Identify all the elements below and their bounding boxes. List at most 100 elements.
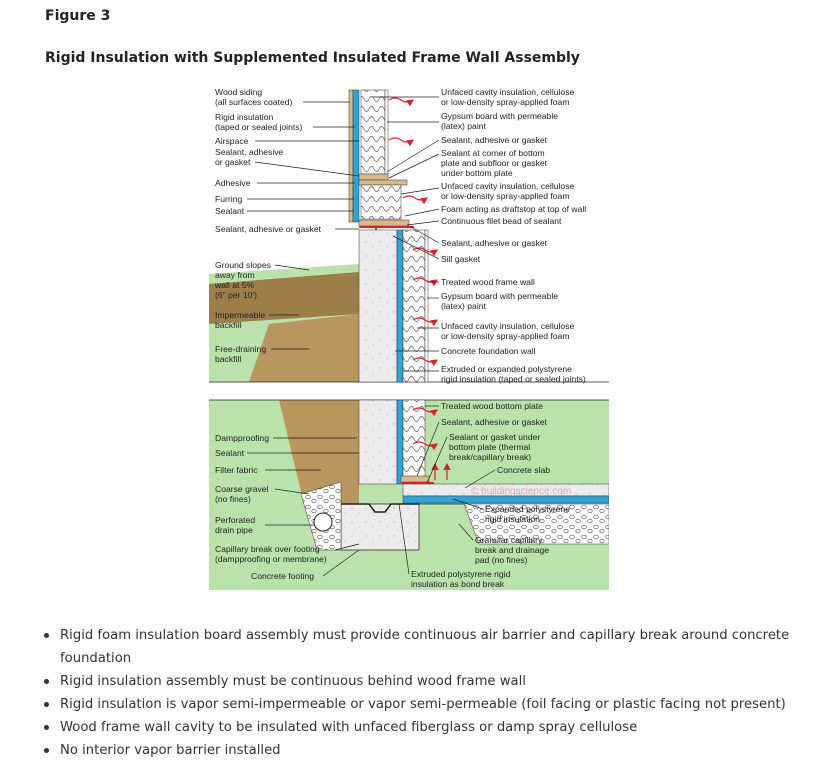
watermark: © buildingscience.com — [471, 486, 571, 497]
figure-label: Figure 3 — [45, 8, 111, 24]
wall-assembly-diagram: © buildingscience.com Wood siding (all s… — [209, 87, 609, 590]
left-label: Dampproofing — [215, 433, 269, 443]
right-leaders — [373, 96, 496, 575]
capillary-break-footing — [341, 503, 419, 513]
bottom-plate — [358, 173, 389, 181]
left-label: (6" per 10') — [215, 290, 257, 300]
wood-siding — [348, 89, 354, 223]
left-label: Capillary break over footing — [215, 544, 320, 554]
right-label: pad (no fines) — [475, 555, 528, 565]
right-label: (latex) paint — [441, 121, 487, 131]
left-label: backfill — [215, 354, 241, 364]
right-label: break/capillary break) — [449, 452, 531, 462]
right-label: or low-density spray-applied foam — [441, 97, 570, 107]
sill-plate — [358, 219, 410, 227]
right-label: Sealant, adhesive or gasket — [441, 417, 548, 427]
right-label: bottom plate (thermal — [449, 442, 530, 452]
upper-rigid-insulation — [352, 89, 360, 223]
right-label: rigid insulation — [485, 514, 540, 524]
right-label: Sealant or gasket under — [449, 432, 540, 442]
right-label: Concrete slab — [497, 465, 550, 475]
upper-cavity-insulation — [360, 89, 386, 175]
list-item: No interior vapor barrier installed — [40, 739, 800, 762]
right-label: Sill gasket — [441, 254, 481, 264]
left-label: wall at 5% — [214, 280, 255, 290]
right-label: or low-density spray-applied foam — [441, 191, 570, 201]
rim-cavity-insulation — [360, 184, 402, 220]
right-labels: Unfaced cavity insulation, cellulose or … — [411, 87, 586, 589]
right-label: Concrete foundation wall — [441, 346, 536, 356]
left-label: backfill — [215, 320, 241, 330]
drain-pipe — [313, 512, 333, 532]
lower-cavity-insulation — [402, 399, 426, 481]
left-label: Impermeable — [215, 310, 265, 320]
right-label: Sealant, adhesive or gasket — [441, 135, 548, 145]
left-label: Free-draining — [215, 344, 266, 354]
wood-bottom-plate — [400, 475, 430, 483]
left-label: (dampproofing or membrane) — [215, 554, 327, 564]
right-label: Gypsum board with permeable — [441, 111, 558, 121]
basement-gypsum — [424, 229, 429, 383]
right-label: under bottom plate — [441, 168, 513, 178]
list-item: Rigid foam insulation board assembly mus… — [40, 624, 800, 670]
right-label: Extruded polystyrene rigid — [411, 569, 511, 579]
right-label: Unfaced cavity insulation, cellulose — [441, 181, 574, 191]
right-label: plate and subfloor or gasket — [441, 158, 548, 168]
key-points-list: Rigid foam insulation board assembly mus… — [40, 624, 800, 762]
left-label: Adhesive — [215, 178, 251, 188]
right-label: Extruded or expanded polystyrene — [441, 364, 572, 374]
left-label: (no fines) — [215, 494, 251, 504]
impermeable-backfill — [209, 272, 359, 324]
left-label: Airspace — [215, 136, 249, 146]
free-draining-backfill — [249, 314, 359, 382]
left-label: or gasket — [215, 157, 251, 167]
right-label: Treated wood frame wall — [441, 277, 535, 287]
granular-drainage-pad — [409, 503, 609, 545]
left-label: Rigid insulation — [215, 112, 274, 122]
section-break — [209, 382, 609, 400]
left-label: (all surfaces coated) — [215, 97, 293, 107]
right-label: Unfaced cavity insulation, cellulose — [441, 321, 574, 331]
right-label: Expanded polystyrene — [485, 504, 570, 514]
left-leaders — [247, 101, 360, 577]
left-label: Sealant, adhesive — [215, 147, 284, 157]
right-label: Treated wood bottom plate — [441, 401, 543, 411]
left-labels: Wood siding (all surfaces coated) Rigid … — [214, 87, 327, 581]
right-label: Unfaced cavity insulation, cellulose — [441, 87, 574, 97]
lower-rigid-insulation — [396, 399, 404, 485]
list-item: Wood frame wall cavity to be insulated w… — [40, 716, 800, 739]
left-label: Perforated — [215, 515, 255, 525]
left-label: away from — [215, 270, 255, 280]
right-label: Foam acting as draftstop at top of wall — [441, 204, 586, 214]
left-label: Sealant — [215, 206, 245, 216]
concrete-footing — [340, 503, 420, 551]
subslab-rigid-insulation — [402, 495, 609, 504]
subfloor — [358, 179, 408, 186]
upper-gypsum — [384, 89, 389, 175]
right-label: Sealant, adhesive or gasket — [441, 238, 548, 248]
vapor-arrows — [388, 97, 451, 480]
concrete-foundation-wall-lower — [358, 399, 398, 485]
figure-title: Rigid Insulation with Supplemented Insul… — [45, 50, 580, 66]
left-label: Coarse gravel — [215, 484, 269, 494]
left-label: Sealant, adhesive or gasket — [215, 224, 322, 234]
right-label: (latex) paint — [441, 301, 487, 311]
interior-rigid-insulation — [396, 229, 404, 383]
left-label: Concrete footing — [251, 571, 314, 581]
right-label: Granular capillary — [475, 535, 543, 545]
left-label: drain pipe — [215, 525, 253, 535]
left-label: Sealant — [215, 448, 245, 458]
right-label: rigid insulation (taped or sealed joints… — [441, 374, 586, 384]
lower-backfill — [279, 400, 359, 504]
right-label: Gypsum board with permeable — [441, 291, 558, 301]
list-item: Rigid insulation is vapor semi-impermeab… — [40, 693, 800, 716]
right-label: Sealant at corner of bottom — [441, 148, 545, 158]
list-item: Rigid insulation assembly must be contin… — [40, 670, 800, 693]
left-label: Furring — [215, 194, 242, 204]
right-label: Continuous filet bead of sealant — [441, 216, 562, 226]
left-label: (taped or sealed joints) — [215, 122, 303, 132]
right-label: or low-density spray-applied foam — [441, 331, 570, 341]
left-label: Ground slopes — [215, 260, 271, 270]
right-label: insulation as bond break — [411, 579, 505, 589]
concrete-foundation-wall — [358, 229, 398, 383]
